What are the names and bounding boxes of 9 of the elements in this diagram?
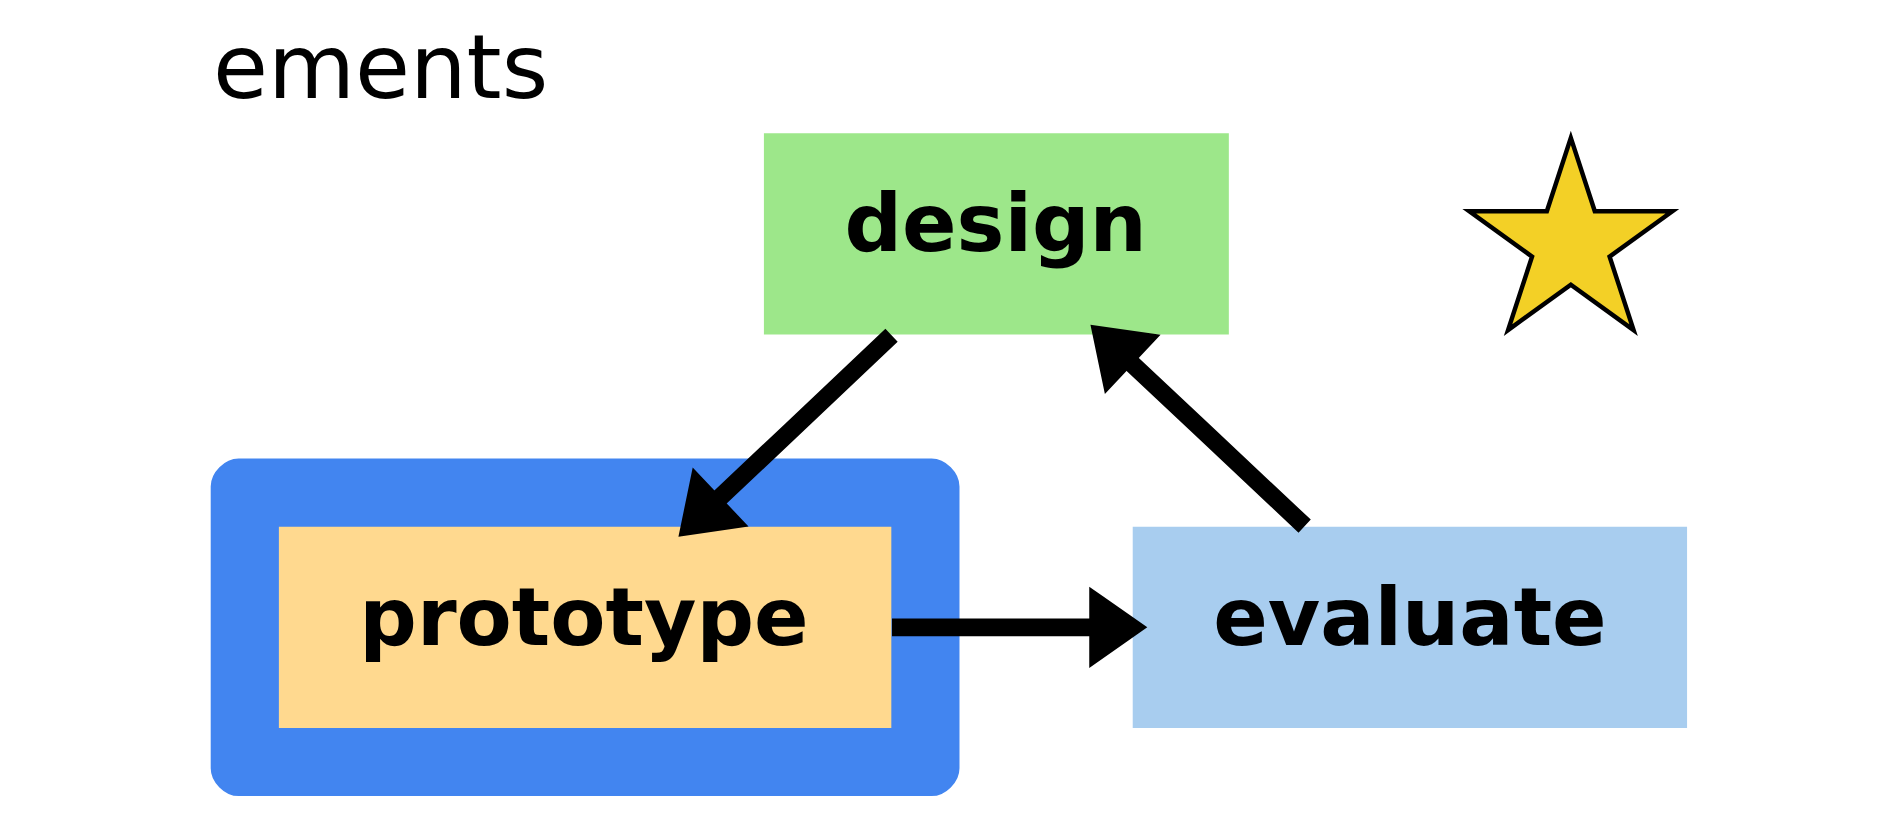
arrow xyxy=(1089,324,1311,533)
node-star xyxy=(1461,130,1679,336)
node-box: evaluate xyxy=(1132,526,1687,728)
arrow xyxy=(891,586,1147,668)
arrow xyxy=(677,328,898,537)
cluster xyxy=(210,458,959,797)
node-box: design xyxy=(763,133,1229,335)
node-box: prototype xyxy=(278,526,891,728)
diagram-title: ements xyxy=(212,14,548,119)
